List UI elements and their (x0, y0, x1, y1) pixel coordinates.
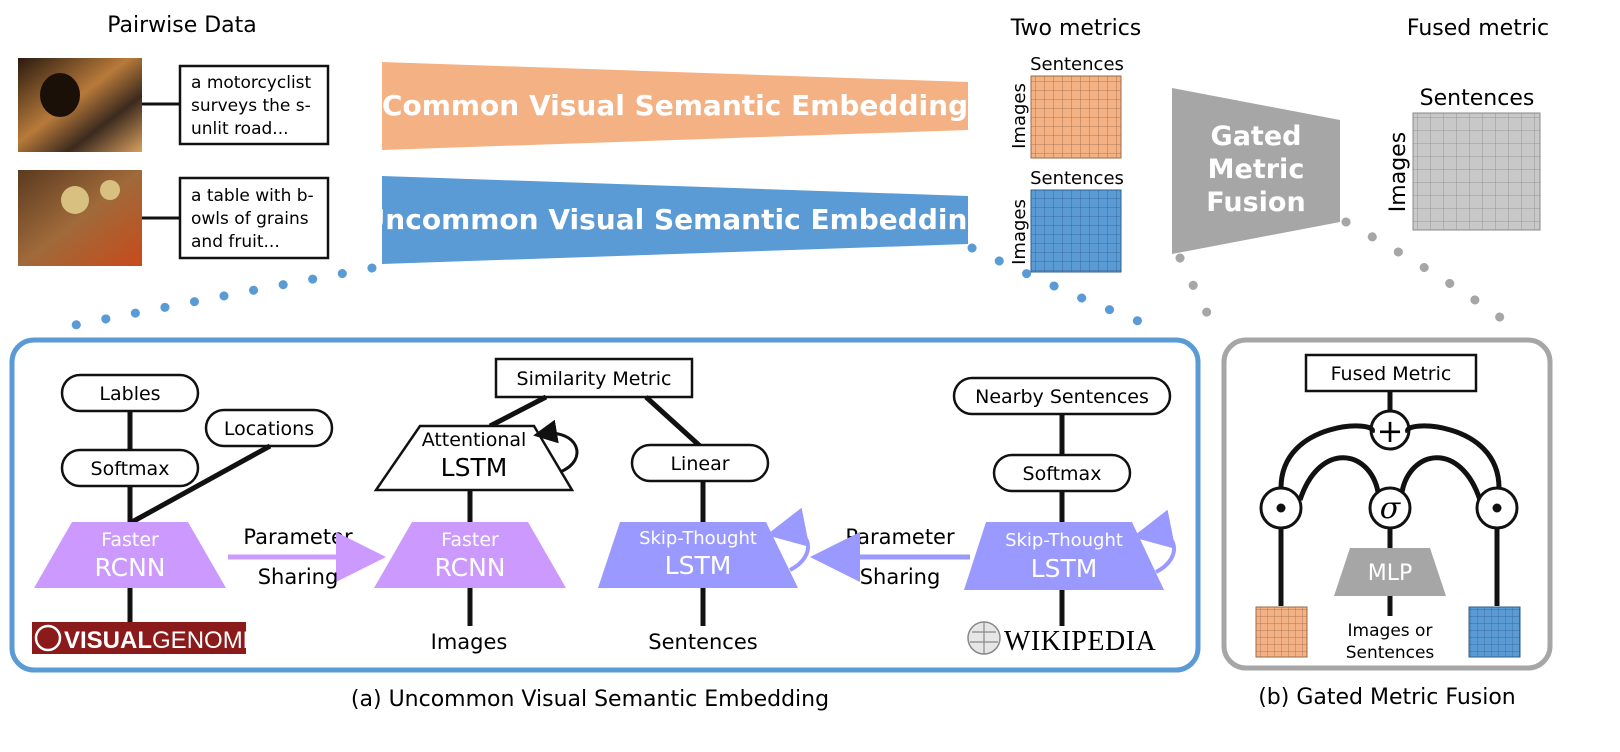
left-to-plus-arc (1278, 423, 1375, 489)
linear-node (630, 443, 770, 483)
common-embedding-banner (382, 62, 968, 150)
similarity-metric-label: Similarity Metric (517, 368, 672, 390)
skip-thought-right-loop (1132, 509, 1176, 574)
panel-a-dotted-left (45, 263, 377, 335)
lables-label: Lables (99, 383, 160, 405)
common-metric-images-label: Images (1009, 83, 1030, 149)
caption-box-2 (178, 176, 330, 260)
sigma-label: σ (1380, 491, 1402, 526)
similarity-metric-node (494, 357, 694, 399)
wikipedia-text: WIKIPEDIA (1004, 626, 1157, 657)
sigma-to-right-arc (1399, 455, 1483, 501)
wikipedia-globe-lines (970, 622, 998, 654)
attentional-loop-arrow (533, 419, 579, 474)
visualgenome-text: VISUALGENOME (64, 627, 259, 654)
input-label-line-1: Images or (1348, 621, 1433, 641)
motorcycle-rider-shape (40, 73, 80, 117)
uncommon-embedding-label: Uncommon Visual Semantic Embedding (363, 203, 988, 236)
skip-thought-middle-line-2: LSTM (665, 551, 732, 580)
skip-thought-middle-loop (766, 507, 810, 572)
softmax-right-label: Softmax (1023, 463, 1102, 485)
sentences-input-label: Sentences (648, 630, 757, 654)
skip-thought-lstm-middle (598, 522, 798, 588)
plus-operator-label: + (1377, 412, 1404, 450)
skip-thought-right-line-2: LSTM (1031, 554, 1098, 583)
visualgenome-mark-icon (34, 624, 62, 652)
common-metric-sentences-label: Sentences (1030, 54, 1124, 75)
mlp-node (1334, 548, 1446, 596)
common-metric-matrix (1030, 75, 1122, 159)
images-input-label: Images (431, 630, 508, 654)
skip-thought-middle-line-1: Skip-Thought (639, 528, 757, 549)
caption-1-line-3: unlit road... (191, 119, 289, 139)
attentional-lstm-line-2: LSTM (441, 453, 508, 482)
faster-rcnn-middle-line-2: RCNN (435, 553, 506, 582)
uncommon-metric-images-label: Images (1009, 199, 1030, 265)
locations-rcnn-link (130, 443, 272, 525)
uncommon-embedding-banner (382, 176, 968, 264)
panel-a-dotted-right (967, 243, 1167, 335)
panel-b-dotted-left (1175, 253, 1221, 335)
faster-rcnn-middle (374, 522, 566, 588)
faster-rcnn-left (34, 522, 226, 588)
gate-label-line-2: Metric (1208, 154, 1305, 185)
faster-rcnn-left-line-2: RCNN (95, 553, 166, 582)
caption-1-line-1: a motorcyclist (191, 73, 312, 93)
table-bowl-shape-2 (100, 180, 120, 200)
faster-rcnn-left-line-1: Faster (101, 529, 159, 551)
table-photo (18, 170, 142, 266)
skip-thought-lstm-right (964, 522, 1164, 590)
param-sharing-left-line-2: Sharing (258, 565, 339, 589)
caption-box-1 (178, 64, 330, 146)
caption-2-line-1: a table with b- (191, 186, 314, 206)
panel-b-caption: (b) Gated Metric Fusion (1258, 685, 1516, 710)
similarity-linear-link (644, 395, 702, 448)
caption-1-line-2: surveys the s- (191, 96, 311, 116)
visualgenome-logo (32, 622, 246, 654)
table-bowl-shape (61, 186, 89, 214)
similarity-attn-link (488, 394, 548, 429)
caption-2-line-3: and fruit... (191, 232, 280, 252)
panel-b-dotted-right (1341, 217, 1517, 331)
fused-metric-images-label: Images (1386, 132, 1411, 212)
attentional-lstm-line-1: Attentional (422, 429, 527, 451)
left-product-dot-icon (1276, 503, 1286, 513)
panel-b-blue-matrix (1468, 606, 1521, 658)
fused-metric-sentences-label: Sentences (1420, 86, 1535, 111)
common-embedding-label: Common Visual Semantic Embedding (382, 89, 968, 122)
panel-a-caption: (a) Uncommon Visual Semantic Embedding (351, 687, 829, 712)
fused-metric-node-label: Fused Metric (1331, 363, 1452, 385)
fused-metric-title: Fused metric (1407, 16, 1549, 41)
pairwise-data-title: Pairwise Data (107, 13, 257, 38)
gate-label-line-3: Fusion (1206, 187, 1305, 218)
faster-rcnn-middle-line-1: Faster (441, 529, 499, 551)
attentional-lstm-node (373, 424, 575, 492)
param-sharing-right-line-2: Sharing (860, 565, 941, 589)
uncommon-metric-matrix (1030, 189, 1122, 273)
caption-2-line-2: owls of grains (191, 209, 309, 229)
softmax-left-label: Softmax (91, 458, 170, 480)
skip-thought-right-line-1: Skip-Thought (1005, 530, 1123, 551)
gated-metric-fusion-block (1172, 88, 1340, 254)
locations-label: Locations (224, 418, 314, 440)
motorcycle-photo (18, 58, 142, 152)
two-metrics-title: Two metrics (1010, 16, 1142, 41)
panel-b-orange-matrix (1255, 606, 1308, 658)
fused-metric-matrix (1412, 112, 1541, 231)
gate-label-line-1: Gated (1211, 121, 1302, 152)
right-to-plus-arc (1405, 423, 1502, 489)
uncommon-metric-sentences-label: Sentences (1030, 168, 1124, 189)
mlp-label: MLP (1368, 561, 1413, 586)
linear-label: Linear (670, 453, 729, 475)
sigma-to-left-arc (1297, 455, 1381, 501)
input-label-line-2: Sentences (1346, 643, 1435, 663)
param-sharing-right-line-1: Parameter (845, 525, 955, 549)
param-sharing-left-line-1: Parameter (243, 525, 353, 549)
nearby-sentences-label: Nearby Sentences (975, 386, 1149, 408)
fused-metric-node (1304, 353, 1478, 393)
right-product-dot-icon (1492, 503, 1502, 513)
